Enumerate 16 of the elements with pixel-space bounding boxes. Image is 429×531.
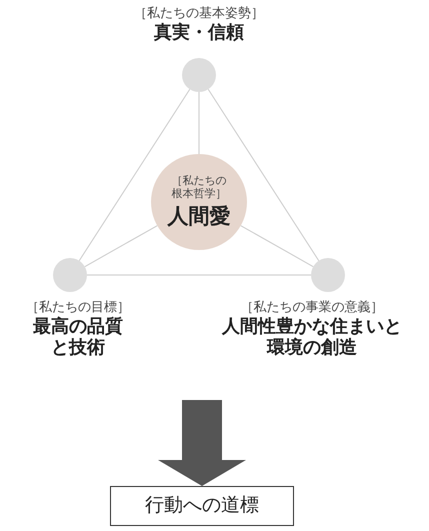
value-text: 最高の品質と技術 (32, 316, 124, 358)
action-box: 行動への道標 (110, 486, 294, 526)
connector-line (86, 274, 312, 276)
value-text: 人間愛 (168, 202, 230, 230)
block-arrow (158, 400, 246, 486)
category-heading: ［私たちの目標］ (25, 299, 131, 316)
category-heading: ［私たちの根本哲学］ (170, 174, 228, 200)
value-text: 人間性豊かな住まいと環境の創造 (220, 316, 403, 358)
connector-line (198, 92, 200, 154)
category-heading: ［私たちの事業の意義］ (240, 299, 384, 316)
connector-line (208, 88, 320, 262)
value-text: 真実・信頼 (153, 22, 245, 43)
connector-line (78, 88, 190, 262)
connector-line (84, 225, 158, 268)
category-heading: ［私たちの基本姿勢］ (133, 5, 265, 22)
connector-line (240, 225, 314, 268)
